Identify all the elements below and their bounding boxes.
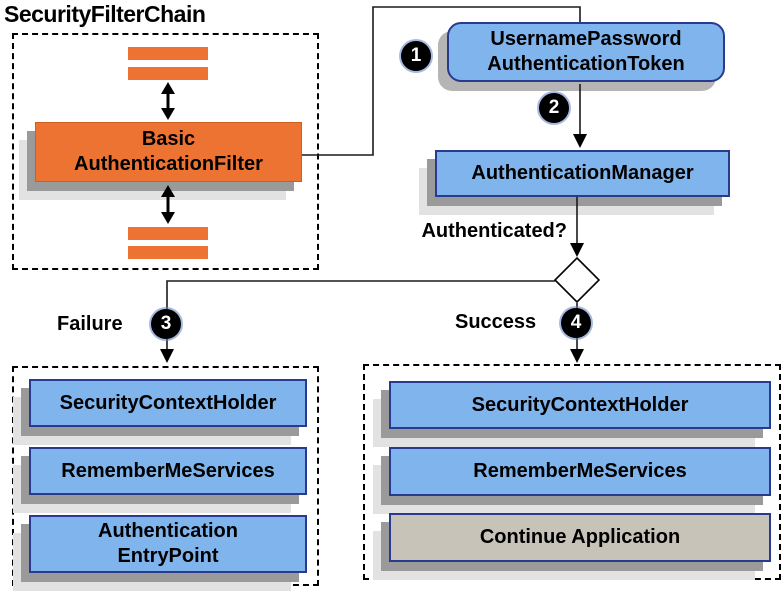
token-to-manager-arrow (573, 84, 587, 148)
step-1-badge: 1 (401, 41, 431, 71)
node-label-line: Continue Application (479, 526, 681, 548)
failure-panel-container (12, 366, 319, 586)
node-label-line: SecurityContextHolder (59, 391, 277, 414)
filter-placeholder-bar (128, 47, 208, 60)
node-label-line: RememberMeServices (473, 460, 687, 482)
badge-number: 4 (570, 312, 582, 333)
arrowhead-down-icon (160, 349, 174, 363)
success-remember-me-services-node: RememberMeServices (389, 447, 771, 496)
node-label-line: AuthenticationFilter (74, 153, 263, 175)
filter-placeholder-bar (128, 227, 208, 240)
step-3-badge: 3 (151, 309, 181, 339)
node-label-line: AuthenticationManager (471, 162, 694, 184)
arrowhead-down-icon (570, 243, 584, 257)
step-4-badge: 4 (561, 308, 591, 338)
failure-security-context-holder-node: SecurityContextHolder (29, 379, 307, 427)
arrowhead-down-icon (573, 134, 587, 148)
node-label-line: EntryPoint (117, 545, 219, 567)
node-label-line: RememberMeServices (61, 459, 275, 482)
node-label-line: SecurityContextHolder (471, 393, 689, 416)
authentication-manager-node: AuthenticationManager (435, 150, 730, 197)
badge-number: 2 (548, 97, 560, 118)
filter-placeholder-bar (128, 246, 208, 259)
node-label-line: AuthenticationToken (487, 53, 685, 75)
decision-diamond (553, 256, 601, 304)
username-password-authentication-token-node: UsernamePassword AuthenticationToken (447, 22, 725, 82)
badge-number: 3 (160, 313, 172, 334)
failure-label: Failure (57, 313, 123, 335)
failure-remember-me-services-node: RememberMeServices (29, 447, 307, 495)
manager-to-decision-arrow (570, 197, 584, 257)
badge-number: 1 (410, 45, 422, 66)
authenticated-question-label: Authenticated? (421, 220, 567, 242)
authentication-entry-point-node: Authentication EntryPoint (29, 515, 307, 573)
success-label: Success (455, 311, 537, 333)
success-security-context-holder-node: SecurityContextHolder (389, 381, 771, 429)
node-label-line: UsernamePassword (490, 28, 682, 50)
step-2-badge: 2 (539, 93, 569, 123)
basic-authentication-filter-node: Basic AuthenticationFilter (35, 122, 302, 182)
node-label-line: Authentication (98, 520, 238, 542)
continue-application-node: Continue Application (389, 513, 771, 562)
node-label-line: Basic (141, 128, 196, 150)
diagram-title: SecurityFilterChain (4, 1, 206, 27)
filter-placeholder-bar (128, 67, 208, 80)
success-panel-container (363, 364, 781, 580)
arrowhead-down-icon (570, 349, 584, 363)
